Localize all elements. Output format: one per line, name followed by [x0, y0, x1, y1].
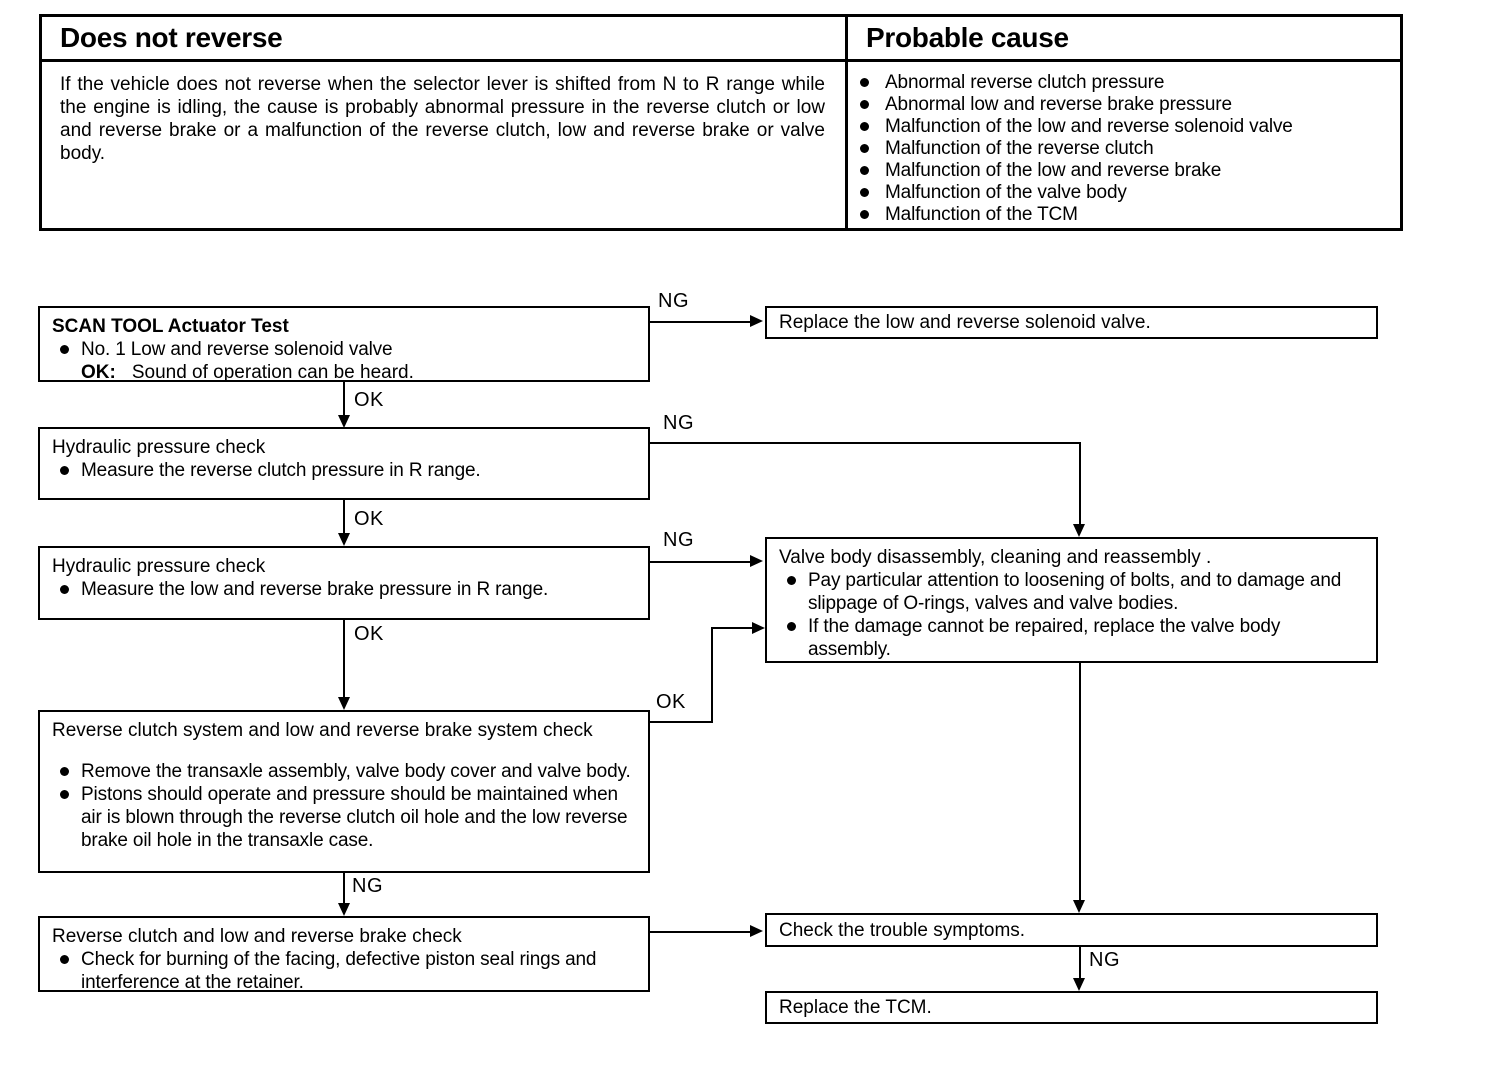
bullet-icon [860, 100, 869, 109]
valve-body-bullet: Pay particular attention to loosening of… [779, 569, 1364, 615]
connector-line [650, 442, 1081, 444]
arrow-right-icon [750, 925, 763, 937]
system-check-bullet: Remove the transaxle assembly, valve bod… [52, 760, 636, 783]
bullet-icon [60, 955, 69, 964]
ng-label: NG [663, 412, 694, 434]
connector-line [650, 561, 750, 563]
bullet-icon [60, 585, 69, 594]
ok-label: OK [354, 623, 384, 645]
connector-line [1079, 947, 1081, 981]
connector-line [343, 620, 345, 700]
bullet-icon [860, 144, 869, 153]
replace-tcm-box: Replace the TCM. [765, 991, 1378, 1024]
valve-body-box: Valve body disassembly, cleaning and rea… [765, 537, 1378, 663]
cause-item: Abnormal reverse clutch pressure [860, 72, 1394, 94]
arrow-down-icon [338, 697, 350, 710]
ok-label: OK [656, 691, 686, 713]
bullet-icon [60, 345, 69, 354]
cause-list: Abnormal reverse clutch pressure Abnorma… [848, 62, 1400, 228]
connector-line [1079, 442, 1081, 526]
connector-line [650, 321, 750, 323]
bullet-icon [787, 576, 796, 585]
hydraulic-check-2-box: Hydraulic pressure check Measure the low… [38, 546, 650, 620]
symptom-cause-table: Does not reverse Probable cause If the v… [39, 14, 1403, 231]
connector-line [711, 627, 752, 629]
check-symptoms-text: Check the trouble symptoms. [779, 919, 1026, 941]
connector-line [711, 627, 713, 723]
hydraulic-check-1-bullet: Measure the reverse clutch pressure in R… [52, 459, 636, 482]
bullet-icon [860, 122, 869, 131]
system-check-box: Reverse clutch system and low and revers… [38, 710, 650, 873]
brake-check-bullet: Check for burning of the facing, defecti… [52, 948, 636, 994]
ng-label: NG [663, 529, 694, 551]
bullet-icon [860, 166, 869, 175]
replace-solenoid-box: Replace the low and reverse solenoid val… [765, 306, 1378, 339]
bullet-icon [787, 622, 796, 631]
arrow-down-icon [338, 533, 350, 546]
bullet-icon [60, 790, 69, 799]
cause-item: Malfunction of the low and reverse solen… [860, 116, 1394, 138]
scan-tool-bullet: No. 1 Low and reverse solenoid valve [52, 338, 636, 361]
bullet-icon [60, 466, 69, 475]
hydraulic-check-1-box: Hydraulic pressure check Measure the rev… [38, 427, 650, 500]
ok-label: OK [354, 508, 384, 530]
connector-line [343, 500, 345, 536]
arrow-right-icon [750, 315, 763, 327]
cause-item: Abnormal low and reverse brake pressure [860, 94, 1394, 116]
bullet-icon [860, 78, 869, 87]
arrow-down-icon [1073, 900, 1085, 913]
system-check-title: Reverse clutch system and low and revers… [52, 720, 593, 741]
arrow-right-icon [752, 622, 765, 634]
arrow-down-icon [1073, 978, 1085, 991]
arrow-down-icon [1073, 524, 1085, 537]
bullet-icon [60, 767, 69, 776]
cause-item: Malfunction of the reverse clutch [860, 138, 1394, 160]
valve-body-title: Valve body disassembly, cleaning and rea… [779, 547, 1212, 568]
ng-label: NG [1089, 949, 1120, 971]
arrow-right-icon [750, 555, 763, 567]
arrow-down-icon [338, 903, 350, 916]
hydraulic-check-2-bullet: Measure the low and reverse brake pressu… [52, 578, 636, 601]
check-symptoms-box: Check the trouble symptoms. [765, 913, 1378, 947]
hydraulic-check-1-title: Hydraulic pressure check [52, 437, 266, 458]
arrow-down-icon [338, 415, 350, 428]
brake-check-title: Reverse clutch and low and reverse brake… [52, 926, 462, 947]
connector-line [650, 931, 750, 933]
cause-item: Malfunction of the valve body [860, 182, 1394, 204]
symptom-text: If the vehicle does not reverse when the… [42, 62, 848, 228]
hydraulic-check-2-title: Hydraulic pressure check [52, 556, 266, 577]
replace-tcm-text: Replace the TCM. [779, 997, 932, 1018]
scan-tool-ok-line: OK: Sound of operation can be heard. [81, 361, 636, 384]
ng-label: NG [658, 290, 689, 312]
cause-item: Malfunction of the low and reverse brake [860, 160, 1394, 182]
ok-prefix: OK: [81, 362, 116, 383]
ok-label: OK [354, 389, 384, 411]
scan-tool-test-box: SCAN TOOL Actuator Test No. 1 Low and re… [38, 306, 650, 384]
valve-body-bullet: If the damage cannot be repaired, replac… [779, 615, 1364, 661]
connector-line [1079, 663, 1081, 902]
brake-check-box: Reverse clutch and low and reverse brake… [38, 916, 650, 994]
scan-tool-test-title: SCAN TOOL Actuator Test [52, 316, 289, 337]
ok-condition: Sound of operation can be heard. [131, 362, 414, 383]
replace-solenoid-text: Replace the low and reverse solenoid val… [779, 312, 1151, 333]
bullet-icon [860, 188, 869, 197]
connector-line [650, 721, 713, 723]
connector-line [343, 873, 345, 907]
symptom-header: Does not reverse [42, 17, 848, 62]
bullet-icon [860, 210, 869, 219]
cause-item: Malfunction of the TCM [860, 204, 1394, 226]
ng-label: NG [352, 875, 383, 897]
system-check-bullet: Pistons should operate and pressure shou… [52, 783, 636, 852]
connector-line [343, 382, 345, 420]
cause-header: Probable cause [848, 17, 1400, 62]
